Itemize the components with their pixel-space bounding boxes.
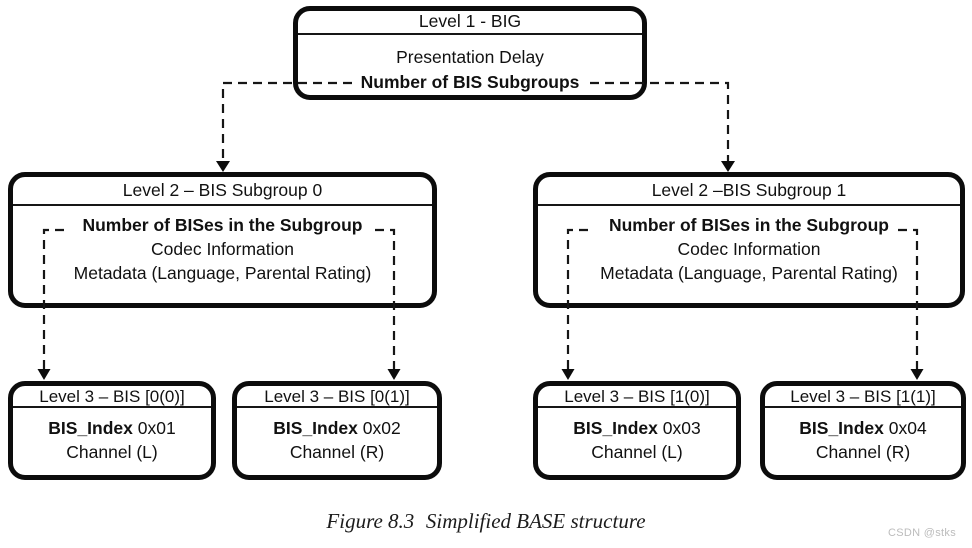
bis10-channel-label: Channel (L)	[591, 442, 683, 462]
level3-bis01-title: Level 3 – BIS [0(1)]	[237, 386, 437, 408]
subgroup1-num-bises-label: Number of BISes in the Subgroup	[608, 215, 889, 235]
bis01-index-label: BIS_Index	[273, 418, 358, 438]
bis10-index-label: BIS_Index	[573, 418, 658, 438]
figure-caption: Figure 8.3 Simplified BASE structure	[0, 509, 972, 534]
arrowhead-bis00	[37, 369, 51, 380]
presentation-delay-label: Presentation Delay	[396, 47, 544, 67]
subgroup1-metadata-label: Metadata (Language, Parental Rating)	[600, 263, 898, 283]
bis01-index-value: 0x02	[362, 418, 401, 438]
level2-subgroup1-title: Level 2 –BIS Subgroup 1	[538, 177, 960, 206]
level1-big-title: Level 1 - BIG	[298, 11, 642, 35]
bis11-channel-label: Channel (R)	[815, 442, 911, 462]
watermark: CSDN @stks	[888, 527, 956, 539]
subgroup0-codec-label: Codec Information	[151, 239, 294, 259]
subgroup0-num-bises-label: Number of BISes in the Subgroup	[82, 215, 363, 235]
bis10-index-value: 0x03	[662, 418, 701, 438]
bis01-channel-label: Channel (R)	[289, 442, 385, 462]
subgroup0-metadata-label: Metadata (Language, Parental Rating)	[73, 263, 372, 283]
bis11-index-label: BIS_Index	[799, 418, 884, 438]
arrowhead-bis01	[387, 369, 401, 380]
arrowhead-subgroup0	[216, 161, 230, 172]
figure-caption-label: Figure 8.3	[326, 509, 415, 533]
arrowhead-bis11	[910, 369, 924, 380]
arrowhead-subgroup1	[721, 161, 735, 172]
bis00-index-value: 0x01	[137, 418, 176, 438]
level3-bis00-title: Level 3 – BIS [0(0)]	[13, 386, 211, 408]
level3-bis10-title: Level 3 – BIS [1(0)]	[538, 386, 736, 408]
bis00-channel-label: Channel (L)	[66, 442, 158, 462]
level2-subgroup0-box: Level 2 – BIS Subgroup 0 Number of BISes…	[8, 172, 437, 308]
arrowhead-bis10	[561, 369, 575, 380]
bis11-index-value: 0x04	[888, 418, 927, 438]
level2-subgroup1-box: Level 2 –BIS Subgroup 1 Number of BISes …	[533, 172, 965, 308]
level1-big-box: Level 1 - BIG Presentation Delay Number …	[293, 6, 647, 100]
num-bis-subgroups-label: Number of BIS Subgroups	[360, 72, 580, 92]
subgroup1-codec-label: Codec Information	[677, 239, 821, 259]
bis00-index-label: BIS_Index	[48, 418, 133, 438]
level3-bis11-title: Level 3 – BIS [1(1)]	[765, 386, 961, 408]
figure-caption-title: Simplified BASE structure	[425, 509, 646, 533]
level2-subgroup0-title: Level 2 – BIS Subgroup 0	[13, 177, 432, 206]
